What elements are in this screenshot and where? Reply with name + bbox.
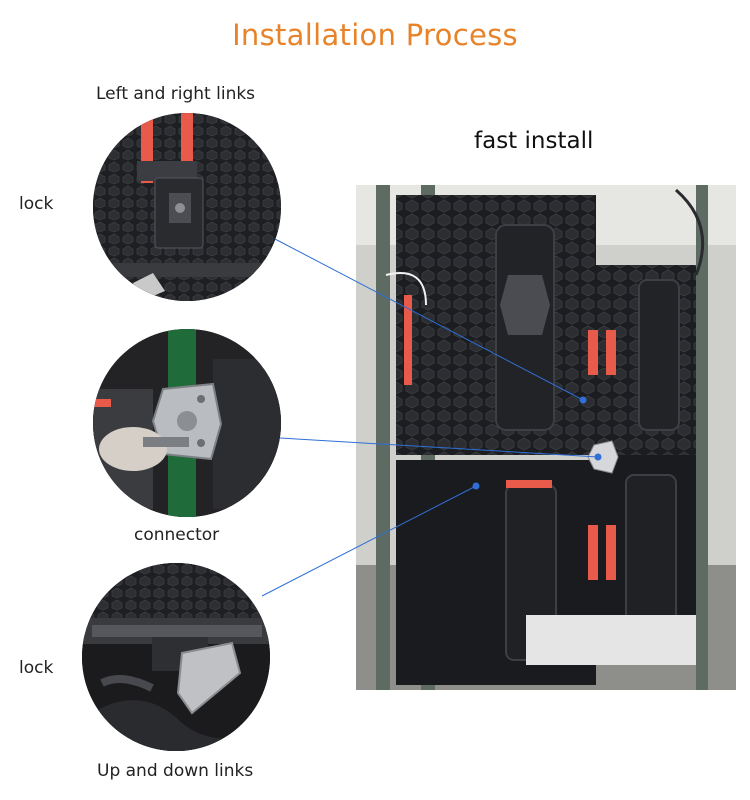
page-title: Installation Process [232,18,518,52]
detail-circle-connector [93,329,281,517]
led-panel-wall-illustration [356,185,736,690]
up-down-lock-illustration [82,563,270,751]
label-lock-bottom: lock [19,658,54,678]
detail-circle-up-down-links [82,563,270,751]
connector-illustration [93,329,281,517]
label-lock-top: lock [19,194,54,214]
left-right-lock-illustration [93,113,281,301]
label-up-down-links: Up and down links [97,761,254,781]
label-left-right-links: Left and right links [96,84,256,104]
label-fast-install: fast install [474,128,594,154]
label-connector: connector [134,525,220,545]
detail-circle-left-right-links [93,113,281,301]
led-panel-wall-photo [356,185,736,690]
